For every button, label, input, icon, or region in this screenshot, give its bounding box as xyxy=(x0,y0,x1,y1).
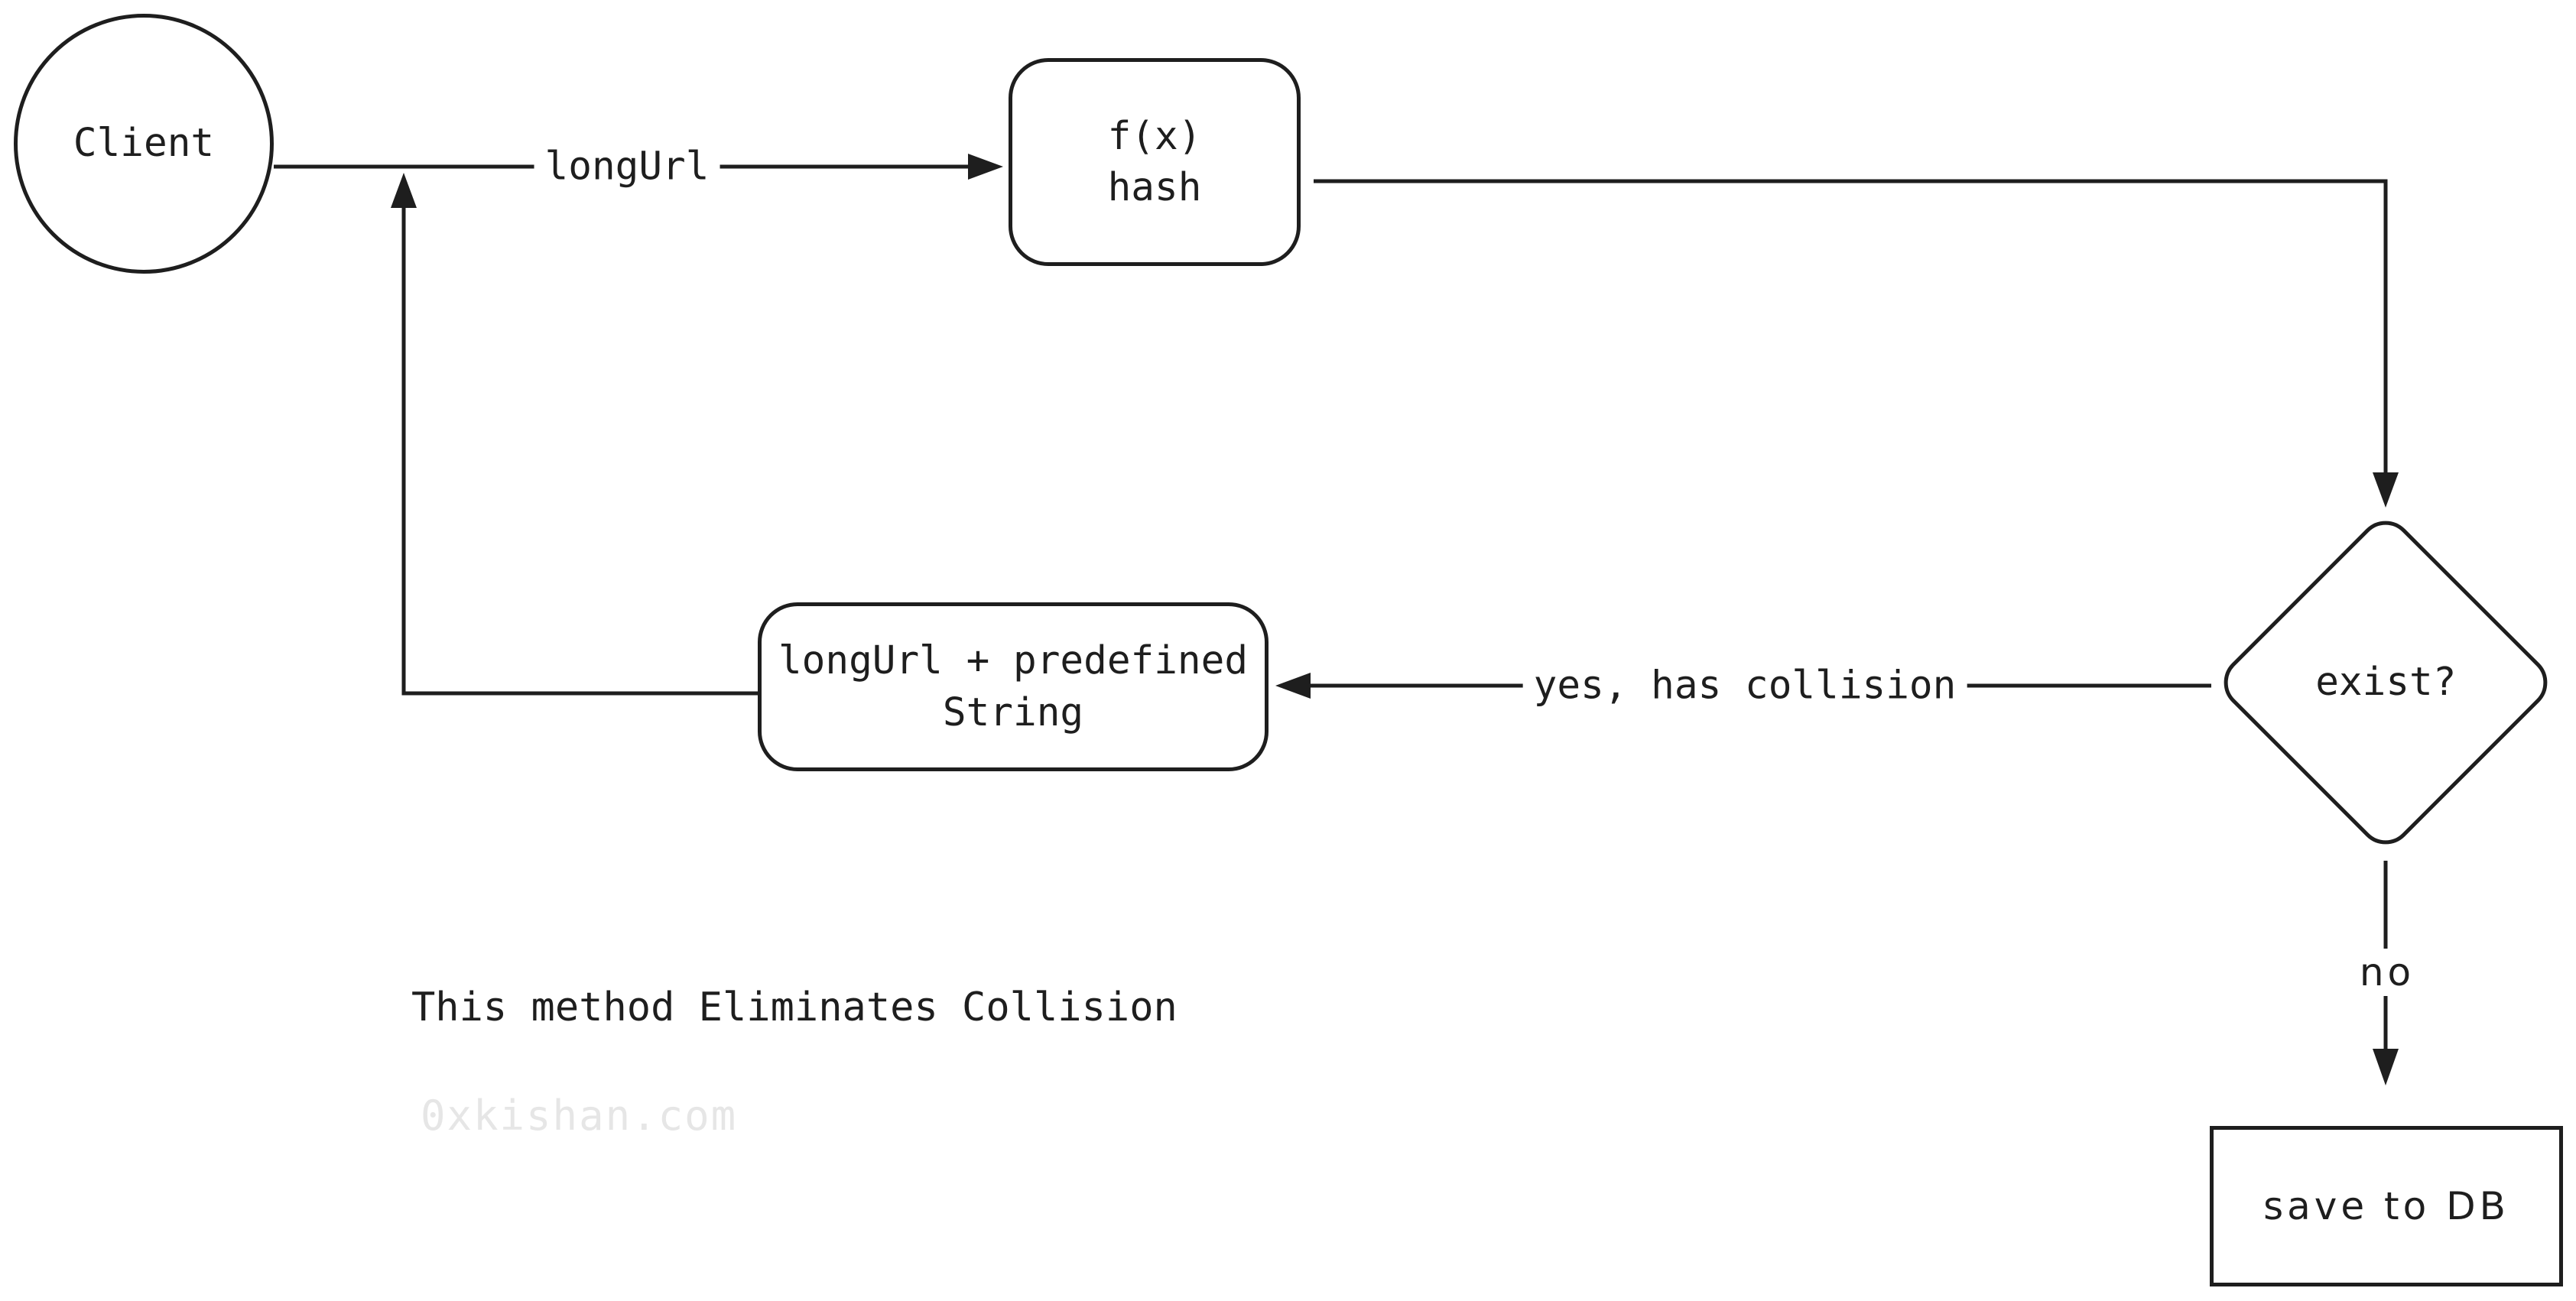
node-hash-function: f(x) hash xyxy=(1009,58,1301,266)
edge-label-no: no xyxy=(2348,949,2426,996)
node-predefined-string-label: longUrl + predefined String xyxy=(778,638,1249,735)
node-save-db: save to DB xyxy=(2210,1126,2563,1286)
node-client-label: Client xyxy=(73,121,215,167)
node-exist-decision-label: exist? xyxy=(2315,660,2457,706)
edge-label-yes-has-collision: yes, has collision xyxy=(1522,661,1967,710)
node-save-db-label: save to DB xyxy=(2263,1184,2509,1228)
edge-predefined-to-client-loop xyxy=(391,173,758,696)
node-predefined-string: longUrl + predefined String xyxy=(758,602,1269,771)
caption-note: This method Eliminates Collision xyxy=(411,985,1178,1030)
edge-label-longurl: longUrl xyxy=(534,142,720,191)
node-hash-function-label: f(x) hash xyxy=(1107,113,1202,210)
watermark-text: 0xkishan.com xyxy=(421,1092,738,1140)
edge-hash-to-exist xyxy=(1314,179,2399,508)
node-client: Client xyxy=(14,14,274,274)
